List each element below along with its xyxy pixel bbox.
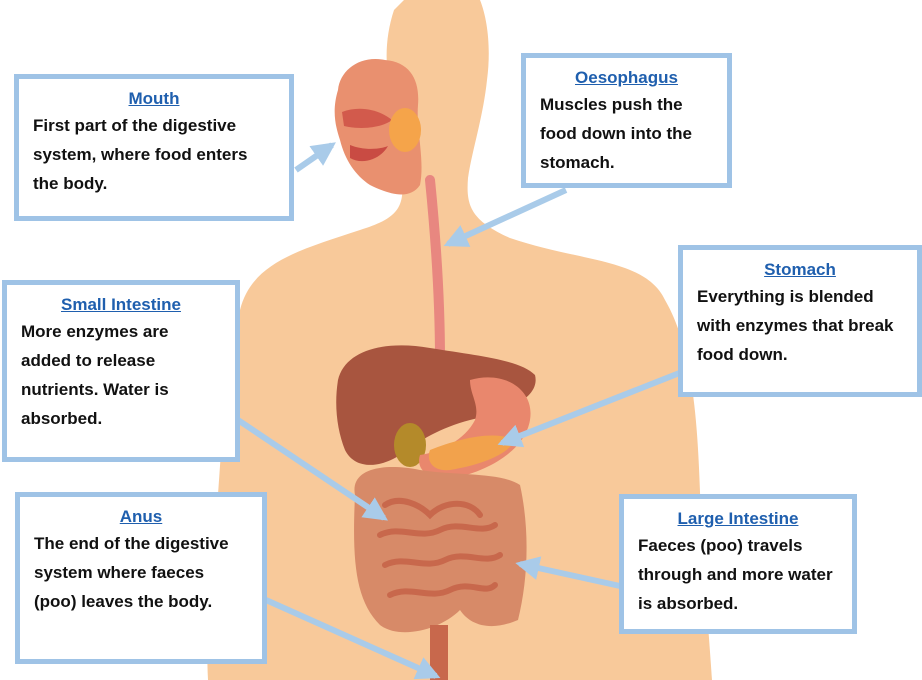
small-intestine-title: Small Intestine [21, 295, 221, 315]
mouth-callout: Mouth First part of the digestive system… [14, 74, 294, 221]
small-intestine-callout: Small Intestine More enzymes are added t… [2, 280, 240, 462]
oesophagus-title: Oesophagus [540, 68, 713, 88]
mouth-description: First part of the digestive system, wher… [33, 111, 275, 198]
stomach-title: Stomach [697, 260, 903, 280]
oesophagus-description: Muscles push the food down into the stom… [540, 90, 713, 177]
large-intestine-shape [354, 467, 527, 632]
large-intestine-callout: Large Intestine Faeces (poo) travels thr… [619, 494, 857, 634]
large-intestine-title: Large Intestine [638, 509, 838, 529]
arrow-mouth [296, 145, 332, 170]
mouth-title: Mouth [33, 89, 275, 109]
stomach-callout: Stomach Everything is blended with enzym… [678, 245, 922, 397]
small-intestine-description: More enzymes are added to release nutrie… [21, 317, 221, 433]
anus-callout: Anus The end of the digestive system whe… [15, 492, 267, 664]
oesophagus-callout: Oesophagus Muscles push the food down in… [521, 53, 732, 188]
anus-title: Anus [34, 507, 248, 527]
large-intestine-description: Faeces (poo) travels through and more wa… [638, 531, 838, 618]
mouth-anatomy [335, 59, 422, 194]
anus-description: The end of the digestive system where fa… [34, 529, 248, 616]
stomach-description: Everything is blended with enzymes that … [697, 282, 903, 369]
